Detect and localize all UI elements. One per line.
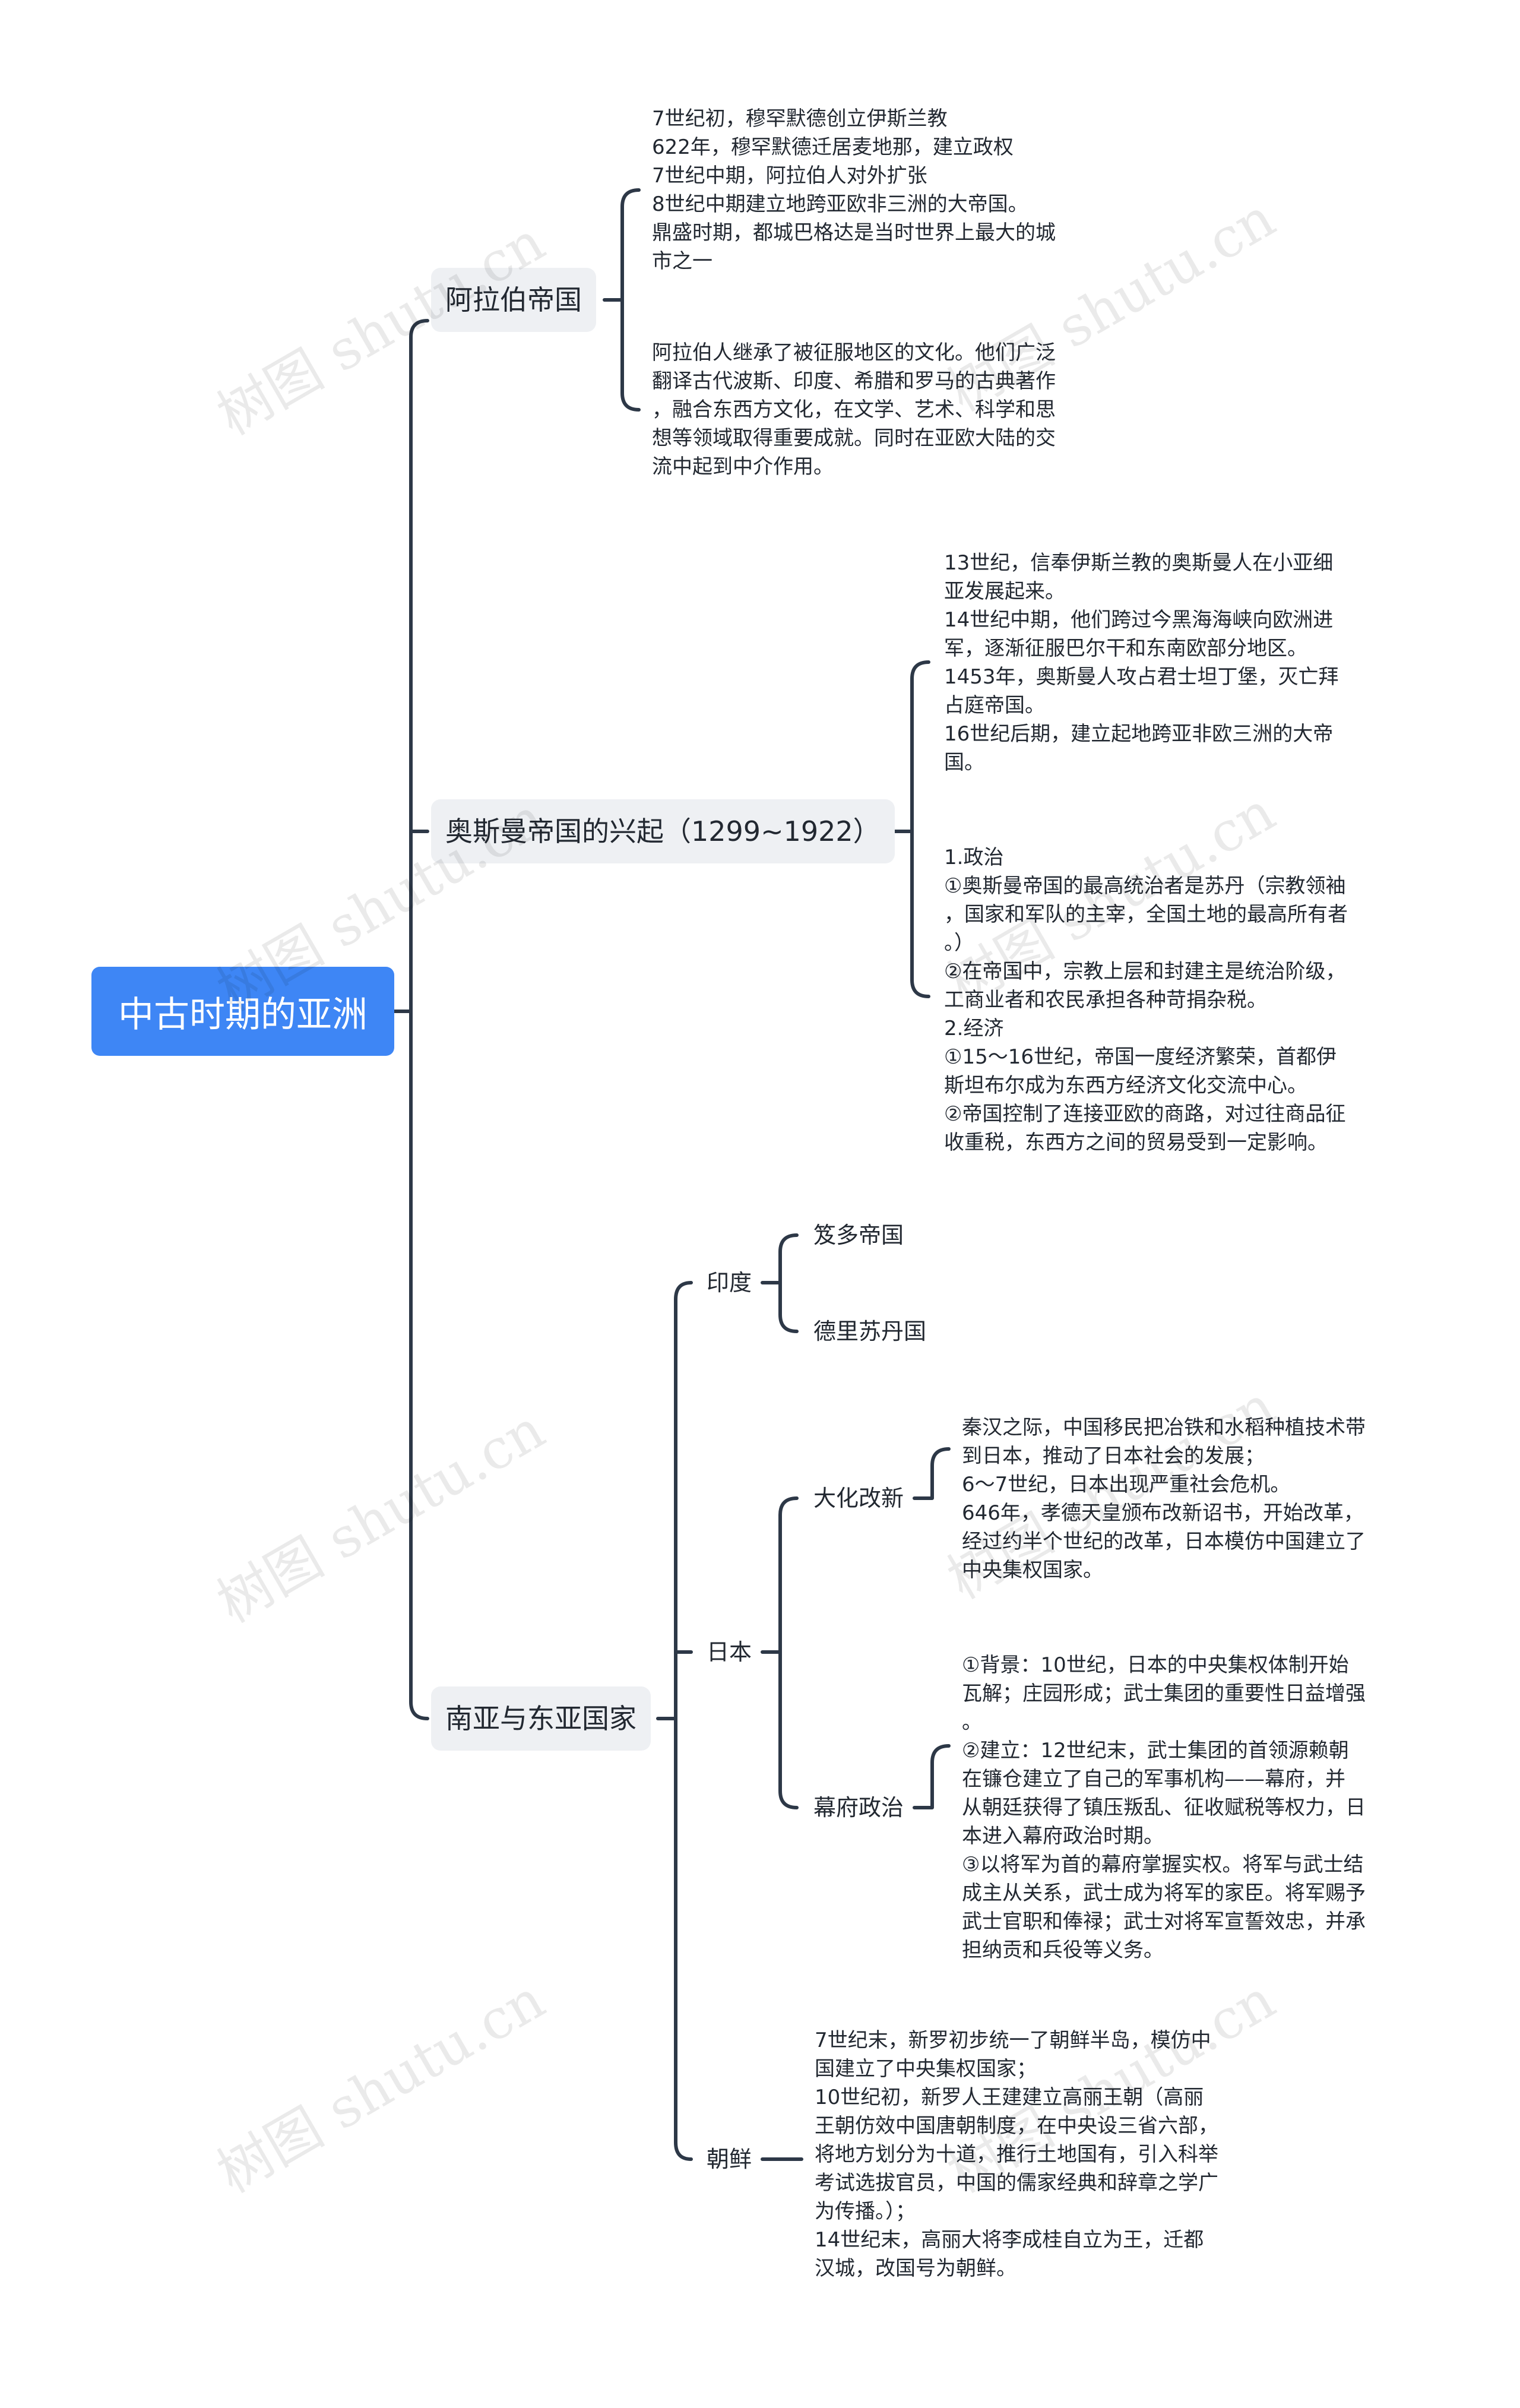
arab-history-text: 7世纪初，穆罕默德创立伊斯兰教 622年，穆罕默德迁居麦地那，建立政权 7世纪中…: [652, 107, 1056, 273]
connector-root: [392, 319, 429, 1720]
connector-taika: [913, 1447, 951, 1500]
connector-south: [656, 1281, 693, 2161]
india-node[interactable]: 印度: [707, 1270, 752, 1296]
root-node[interactable]: 中古时期的亚洲: [91, 967, 394, 1056]
arab-culture-text: 阿拉伯人继承了被征服地区的文化。他们广泛 翻译古代波斯、印度、希腊和罗马的古典著…: [652, 341, 1056, 479]
taika-reform-text: 秦汉之际，中国移民把冶铁和水稻种植技术带 到日本，推动了日本社会的发展； 6～7…: [962, 1416, 1366, 1582]
delhi-sultanate-node[interactable]: 德里苏丹国: [813, 1318, 927, 1344]
shogunate-node[interactable]: 幕府政治: [813, 1795, 904, 1821]
taika-reform-node[interactable]: 大化改新: [813, 1485, 904, 1511]
ottoman-history-text: 13世纪，信奉伊斯兰教的奥斯曼人在小亚细 亚发展起来。 14世纪中期，他们跨过今…: [944, 551, 1339, 774]
connector-japan: [761, 1496, 799, 1809]
branch-ottoman-empire[interactable]: 奥斯曼帝国的兴起（1299~1922）: [431, 799, 895, 863]
connector-india: [761, 1233, 799, 1333]
branch-south-east-asia[interactable]: 南亚与东亚国家: [431, 1686, 651, 1751]
korea-node[interactable]: 朝鲜: [707, 2146, 752, 2172]
japan-node[interactable]: 日本: [707, 1639, 752, 1665]
branch-arab-empire[interactable]: 阿拉伯帝国: [431, 268, 596, 332]
gupta-empire-node[interactable]: 笈多帝国: [813, 1222, 904, 1248]
connector-ottoman: [892, 660, 930, 998]
korea-text: 7世纪末，新罗初步统一了朝鲜半岛，模仿中 国建立了中央集权国家； 10世纪初，新…: [815, 2029, 1218, 2280]
shogunate-text: ①背景：10世纪，日本的中央集权体制开始 瓦解；庄园形成；武士集团的重要性日益增…: [962, 1653, 1366, 1962]
connector-bakufu: [913, 1744, 951, 1809]
ottoman-system-text: 1.政治 ①奥斯曼帝国的最高统治者是苏丹（宗教领袖 ，国家和军队的主宰，全国土地…: [944, 846, 1348, 1154]
connector-arab: [603, 188, 641, 412]
